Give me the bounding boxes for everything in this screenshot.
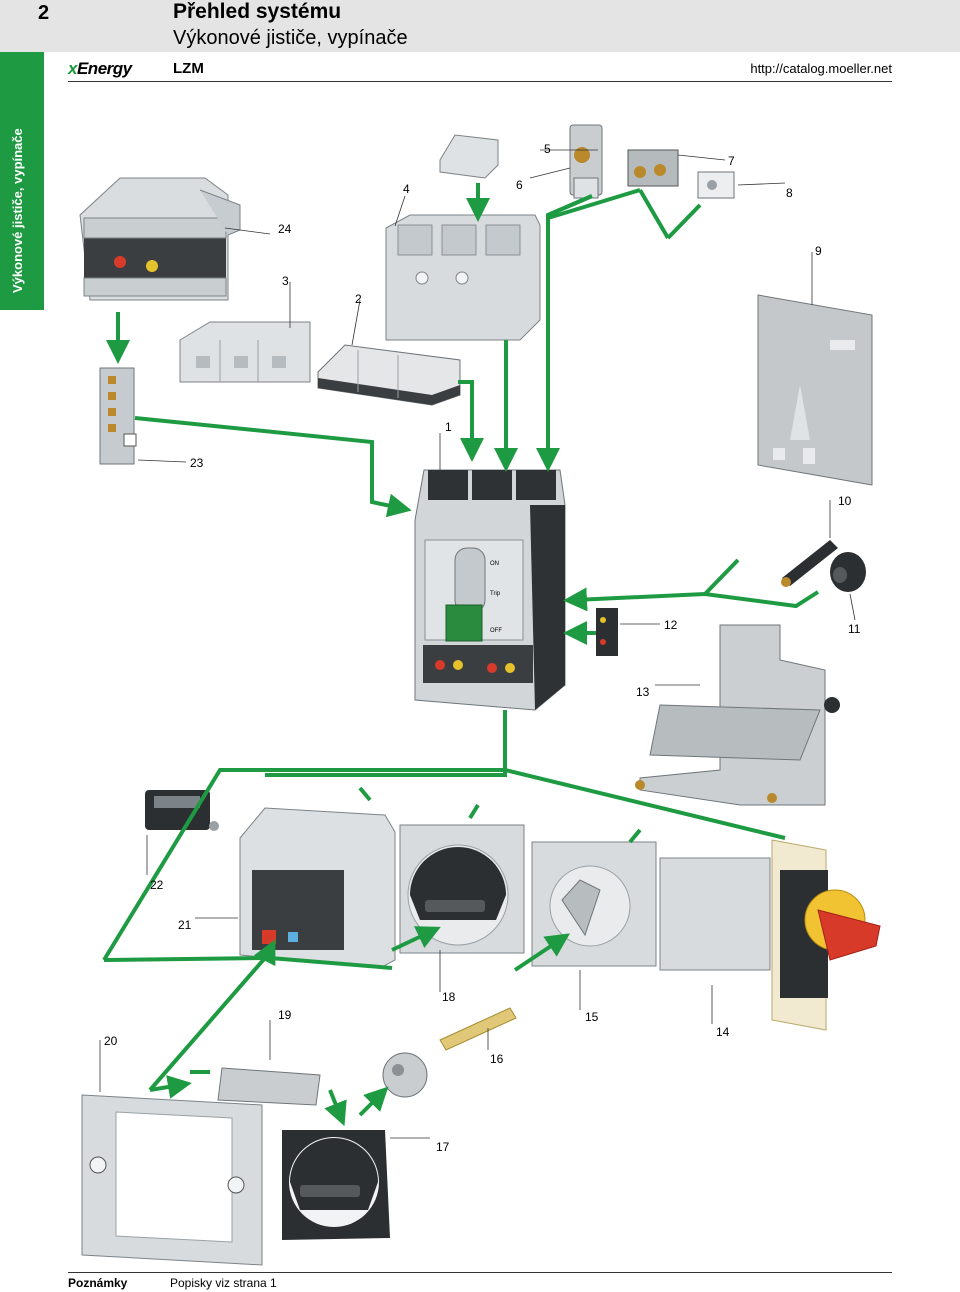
callout-9: 9 bbox=[815, 244, 822, 258]
measuring-module bbox=[79, 177, 241, 301]
withdrawable-frame bbox=[635, 624, 840, 806]
callout-18: 18 bbox=[442, 990, 456, 1004]
callout-2: 2 bbox=[355, 292, 362, 306]
page-number: 2 bbox=[38, 2, 50, 24]
connector-lines bbox=[102, 183, 820, 1127]
callout-21: 21 bbox=[178, 918, 192, 932]
callout-24: 24 bbox=[278, 222, 292, 236]
callout-14: 14 bbox=[716, 1025, 730, 1039]
extension-shaft bbox=[439, 1007, 517, 1051]
door-frame-20 bbox=[81, 1094, 263, 1266]
product-name: LZM bbox=[173, 60, 204, 77]
callout-19: 19 bbox=[278, 1008, 292, 1022]
phase-separators bbox=[317, 344, 461, 406]
header-rule bbox=[68, 81, 892, 82]
logo-text: Energy bbox=[76, 59, 132, 78]
callout-11: 11 bbox=[848, 622, 861, 636]
callout-5: 5 bbox=[544, 142, 551, 156]
callout-15: 15 bbox=[585, 1010, 599, 1024]
logo-prefix: x bbox=[68, 59, 77, 78]
callout-7: 7 bbox=[728, 154, 735, 168]
label-plate-19 bbox=[217, 1067, 321, 1106]
callout-22: 22 bbox=[150, 878, 164, 892]
xenergy-logo: xEnergy bbox=[68, 59, 132, 79]
side-tab bbox=[0, 52, 44, 310]
callout-1: 1 bbox=[445, 420, 452, 434]
rotary-handle-18 bbox=[399, 824, 525, 954]
footer-rule bbox=[68, 1272, 892, 1273]
header-bar bbox=[0, 0, 960, 52]
shaft-coupling bbox=[382, 1052, 428, 1098]
footer-label: Poznámky bbox=[68, 1276, 128, 1290]
footer-text: Popisky viz strana 1 bbox=[170, 1276, 277, 1290]
auxiliary-contact-12 bbox=[596, 608, 618, 656]
callout-20: 20 bbox=[104, 1034, 118, 1048]
callout-16: 16 bbox=[490, 1052, 504, 1066]
cable-lug-terminal bbox=[697, 171, 735, 199]
mounting-plate bbox=[757, 294, 873, 486]
callout-6: 6 bbox=[516, 178, 523, 192]
motor-operator bbox=[239, 807, 396, 969]
callout-3: 3 bbox=[282, 274, 289, 288]
page-title: Přehled systému bbox=[173, 0, 342, 23]
door-handle-17 bbox=[282, 1130, 390, 1240]
auxiliary-contact-module bbox=[99, 367, 137, 465]
main-switch-handle-14 bbox=[659, 839, 881, 1031]
terminal-cover-small bbox=[439, 134, 499, 179]
callout-23: 23 bbox=[190, 456, 204, 470]
circuit-breaker-lzm: ON Trip OFF bbox=[414, 469, 566, 711]
callout-13: 13 bbox=[636, 685, 650, 699]
door-coupling-22 bbox=[145, 790, 219, 831]
breaker-on-label: ON bbox=[490, 561, 499, 567]
tunnel-terminal bbox=[627, 149, 679, 187]
undervoltage-release-coil bbox=[830, 552, 866, 592]
page-subtitle: Výkonové jističe, vypínače bbox=[173, 27, 408, 49]
terminal-shrouds bbox=[179, 321, 311, 383]
callout-10: 10 bbox=[838, 494, 852, 508]
breaker-trip-label: Trip bbox=[490, 591, 501, 597]
callout-4: 4 bbox=[403, 182, 410, 196]
shunt-release-rod bbox=[781, 540, 838, 587]
callout-8: 8 bbox=[786, 186, 793, 200]
breaker-off-label: OFF bbox=[490, 628, 502, 634]
terminal-cover-block bbox=[385, 214, 541, 341]
leader-lines bbox=[99, 149, 856, 1139]
callout-17: 17 bbox=[436, 1140, 450, 1154]
box-terminal bbox=[569, 124, 603, 199]
rotary-handle-15 bbox=[531, 841, 657, 967]
callout-12: 12 bbox=[664, 618, 678, 632]
catalog-url[interactable]: http://catalog.moeller.net bbox=[750, 61, 892, 76]
